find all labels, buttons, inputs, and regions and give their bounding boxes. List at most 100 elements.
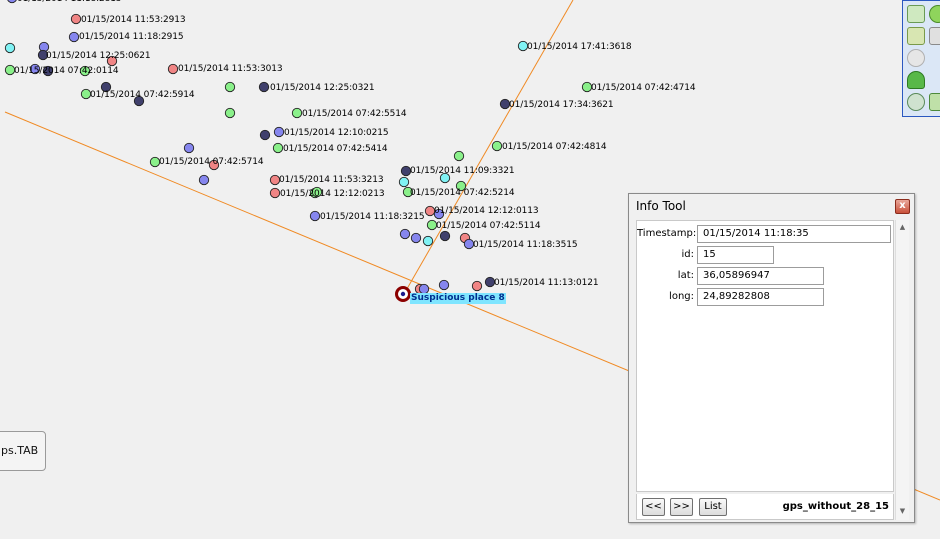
gps-point[interactable]	[471, 280, 483, 292]
gps-point[interactable]	[79, 65, 91, 77]
gps-point[interactable]	[149, 156, 161, 168]
point-timestamp-label: 01/15/2014 12:25:0321	[270, 83, 375, 93]
point-timestamp-label: 01/15/2014 11:53:3013	[178, 64, 283, 74]
gps-point[interactable]	[70, 13, 82, 25]
gps-point[interactable]	[4, 42, 16, 54]
scroll-down-icon[interactable]: ▼	[899, 507, 906, 515]
gps-point[interactable]	[269, 187, 281, 199]
gps-point[interactable]	[133, 95, 145, 107]
gps-point[interactable]	[258, 81, 270, 93]
point-timestamp-label: 01/15/2014 11:53:2913	[81, 15, 186, 25]
close-icon[interactable]: x	[895, 199, 910, 214]
gps-point[interactable]	[100, 81, 112, 93]
lat-value[interactable]: 36,05896947	[697, 267, 824, 285]
gps-point[interactable]	[7, 0, 17, 4]
gps-point[interactable]	[259, 129, 271, 141]
gps-point[interactable]	[453, 150, 465, 162]
point-timestamp-label: 01/15/2014 11:13:0121	[494, 278, 599, 288]
timestamp-label: Timestamp:	[637, 228, 697, 239]
list-button[interactable]: List	[699, 498, 727, 516]
map-window-icon[interactable]	[907, 5, 925, 23]
gps-point[interactable]	[80, 88, 92, 100]
layer-tab[interactable]: ps.TAB	[0, 431, 46, 471]
layer-name: gps_without_28_15	[782, 501, 889, 512]
gps-point[interactable]	[399, 228, 411, 240]
gps-point[interactable]	[269, 174, 281, 186]
gps-point[interactable]	[463, 238, 475, 250]
point-timestamp-label: 01/15/2014 11:18:2815	[17, 0, 122, 4]
gps-point[interactable]	[433, 208, 445, 220]
info-fields-panel: Timestamp: 01/15/2014 11:18:35 id: 15 la…	[636, 220, 894, 492]
gps-point[interactable]	[439, 230, 451, 242]
info-footer: << >> List gps_without_28_15	[636, 494, 894, 520]
lat-label: lat:	[677, 270, 694, 281]
gps-point[interactable]	[400, 165, 412, 177]
id-value[interactable]: 15	[697, 246, 774, 264]
point-timestamp-label: 01/15/2014 12:10:0215	[284, 128, 389, 138]
suspicious-place-label: Suspicious place 8	[410, 293, 506, 304]
point-timestamp-label: 01/15/2014 07:42:5414	[283, 144, 388, 154]
gps-point[interactable]	[455, 180, 467, 192]
gps-point[interactable]	[42, 65, 54, 77]
gps-point[interactable]	[37, 49, 49, 61]
point-timestamp-label: 01/15/2014 12:12:0113	[434, 206, 539, 216]
radius-icon[interactable]	[907, 49, 925, 67]
gps-point[interactable]	[106, 55, 118, 67]
point-timestamp-label: 01/15/2014 07:42:5214	[410, 188, 515, 198]
info-tool-window: Info Tool x Timestamp: 01/15/2014 11:18:…	[628, 193, 915, 523]
gps-point[interactable]	[167, 63, 179, 75]
point-timestamp-label: 01/15/2014 07:42:4814	[502, 142, 607, 152]
timestamp-value[interactable]: 01/15/2014 11:18:35	[697, 225, 891, 243]
gps-point[interactable]	[517, 40, 529, 52]
point-timestamp-label: 01/15/2014 07:42:5514	[302, 109, 407, 119]
gps-point[interactable]	[224, 107, 236, 119]
gps-point[interactable]	[491, 140, 503, 152]
gps-point[interactable]	[499, 98, 511, 110]
next-record-button[interactable]: >>	[670, 498, 693, 516]
gps-point[interactable]	[311, 186, 323, 198]
map-toolbar	[902, 0, 940, 117]
gps-point[interactable]	[272, 142, 284, 154]
person-icon[interactable]	[907, 71, 925, 89]
gps-point[interactable]	[398, 176, 410, 188]
info-tool-title: Info Tool	[629, 194, 914, 218]
gps-point[interactable]	[439, 172, 451, 184]
gps-point[interactable]	[183, 142, 195, 154]
gps-point[interactable]	[291, 107, 303, 119]
route-line-2	[403, 0, 574, 295]
point-timestamp-label: 01/15/2014 07:42:5914	[90, 90, 195, 100]
gps-point[interactable]	[581, 81, 593, 93]
point-timestamp-label: 01/15/2014 11:53:3213	[279, 175, 384, 185]
globe-icon[interactable]	[929, 5, 940, 23]
magnify-icon[interactable]	[907, 93, 925, 111]
long-value[interactable]: 24,89282808	[697, 288, 824, 306]
point-timestamp-label: 01/15/2014 12:12:0213	[280, 189, 385, 199]
gps-point[interactable]	[484, 276, 496, 288]
gps-point[interactable]	[273, 126, 285, 138]
point-timestamp-label: 01/15/2014 11:18:2915	[79, 32, 184, 42]
prev-record-button[interactable]: <<	[642, 498, 665, 516]
chart-icon[interactable]	[907, 27, 925, 45]
scroll-up-icon[interactable]: ▲	[899, 223, 906, 231]
gps-point[interactable]	[309, 210, 321, 222]
layer-icon[interactable]	[929, 27, 940, 45]
gps-point[interactable]	[438, 279, 450, 291]
grid-icon[interactable]	[929, 93, 940, 111]
point-timestamp-label: 01/15/2014 11:18:3215	[320, 212, 425, 222]
gps-point[interactable]	[410, 232, 422, 244]
gps-point[interactable]	[4, 64, 16, 76]
info-scrollbar[interactable]: ▲ ▼	[895, 220, 909, 520]
gps-point[interactable]	[224, 81, 236, 93]
suspicious-place-marker[interactable]	[395, 286, 411, 302]
gps-point[interactable]	[402, 186, 414, 198]
gps-point[interactable]	[29, 63, 41, 75]
gps-point[interactable]	[426, 219, 438, 231]
long-label: long:	[669, 291, 694, 302]
gps-point[interactable]	[198, 174, 210, 186]
gps-point[interactable]	[68, 31, 80, 43]
id-label: id:	[681, 249, 695, 260]
gps-point[interactable]	[208, 159, 220, 171]
point-timestamp-label: 01/15/2014 11:09:3321	[410, 166, 515, 176]
gps-point[interactable]	[424, 205, 436, 217]
gps-point[interactable]	[422, 235, 434, 247]
